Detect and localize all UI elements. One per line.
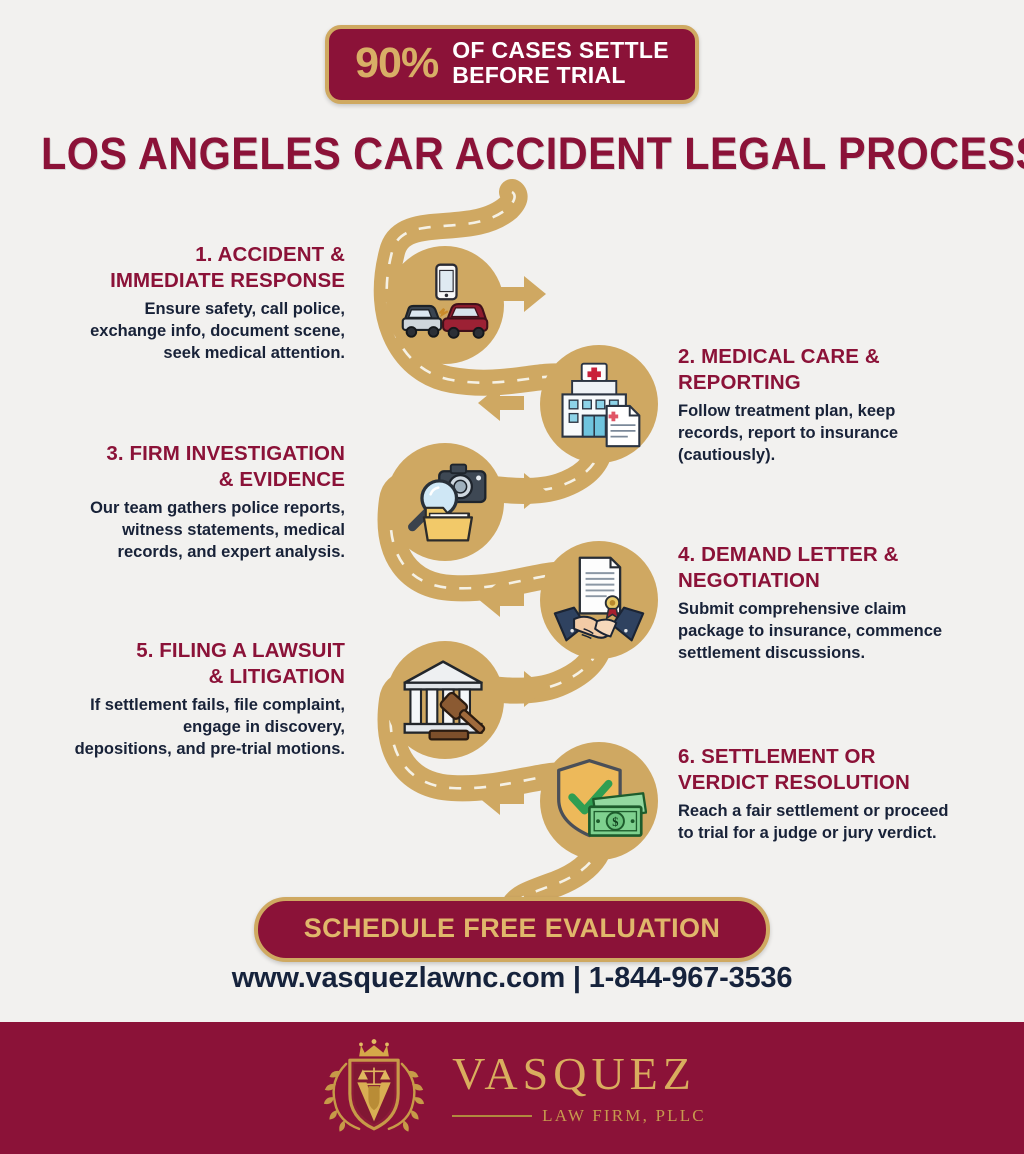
arrow-left-2: [478, 385, 524, 421]
step-title-1: 1. ACCIDENT &IMMEDIATE RESPONSE: [110, 243, 345, 293]
step-node-1[interactable]: [386, 246, 504, 364]
step-text-2: 2. MEDICAL CARE &REPORTING Follow treatm…: [678, 344, 978, 467]
footer-divider: [452, 1114, 533, 1117]
arrow-right-3: [500, 473, 546, 509]
stat-badge-text: OF CASES SETTLE BEFORE TRIAL: [452, 37, 669, 89]
step-node-4[interactable]: [540, 541, 658, 659]
step-text-1: 1. ACCIDENT &IMMEDIATE RESPONSE Ensure s…: [45, 242, 345, 365]
arrow-left-6: [478, 779, 524, 815]
step-text-5: 5. FILING A LAWSUIT& LITIGATION If settl…: [45, 638, 345, 761]
schedule-free-evaluation-button[interactable]: SCHEDULE FREE EVALUATION: [253, 897, 771, 962]
step-title-4: 4. DEMAND LETTER &NEGOTIATION: [678, 543, 899, 593]
step-node-5[interactable]: [386, 641, 504, 759]
shield-money-icon: $: [557, 759, 647, 838]
footer-brand-name: VASQUEZ: [452, 1047, 696, 1099]
step-node-6[interactable]: $: [540, 742, 658, 860]
footer-bar: VASQUEZ LAW FIRM, PLLC: [0, 1022, 1024, 1154]
stat-badge-line1: OF CASES SETTLE: [452, 37, 669, 63]
arrow-right-1: [500, 276, 546, 312]
footer-brand: VASQUEZ LAW FIRM, PLLC: [452, 1047, 706, 1126]
stat-badge-line2: BEFORE TRIAL: [452, 62, 626, 89]
arrow-right-5: [500, 671, 546, 707]
magnifier-camera-folder-icon: [408, 463, 487, 542]
vasquez-crest-logo: [323, 1039, 425, 1132]
stat-badge-container: 90% OF CASES SETTLE BEFORE TRIAL: [0, 25, 1024, 104]
car-crash-icon: [401, 263, 489, 339]
step-title-3: 3. FIRM INVESTIGATION& EVIDENCE: [106, 442, 345, 492]
hospital-icon: [561, 362, 641, 448]
step-desc-3: Our team gathers police reports,witness …: [90, 499, 345, 562]
footer-brand-sub: LAW FIRM, PLLC: [542, 1105, 706, 1125]
courthouse-gavel-icon: [403, 660, 486, 741]
footer-brand-subrow: LAW FIRM, PLLC: [452, 1106, 706, 1126]
step-text-3: 3. FIRM INVESTIGATION& EVIDENCE Our team…: [45, 441, 345, 564]
handshake-document-icon: [553, 556, 645, 642]
page-title: LOS ANGELES CAR ACCIDENT LEGAL PROCESS: [40, 128, 1024, 179]
step-node-3[interactable]: [386, 443, 504, 561]
step-title-5: 5. FILING A LAWSUIT& LITIGATION: [136, 639, 345, 689]
step-title-2: 2. MEDICAL CARE &REPORTING: [678, 345, 880, 395]
cta-container: SCHEDULE FREE EVALUATION: [0, 897, 1024, 962]
contact-line[interactable]: www.vasquezlawnc.com | 1-844-967-3536: [231, 962, 793, 994]
step-desc-1: Ensure safety, call police,exchange info…: [90, 300, 345, 363]
stat-badge-percent: 90%: [355, 38, 439, 87]
step-desc-5: If settlement fails, file complaint,enga…: [74, 696, 345, 759]
svg-text:$: $: [612, 815, 618, 829]
stat-badge: 90% OF CASES SETTLE BEFORE TRIAL: [325, 25, 699, 104]
step-text-4: 4. DEMAND LETTER &NEGOTIATION Submit com…: [678, 542, 978, 665]
arrow-left-4: [478, 581, 524, 617]
step-node-2[interactable]: [540, 345, 658, 463]
